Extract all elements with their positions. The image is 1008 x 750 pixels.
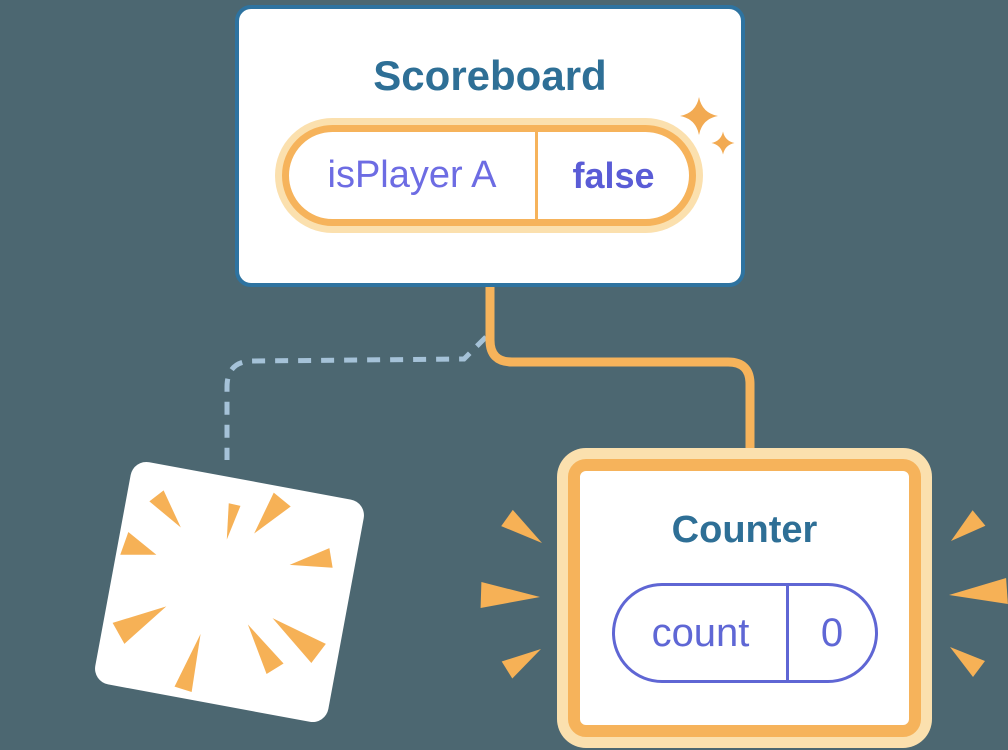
pill-divider bbox=[786, 586, 789, 680]
counter-title: Counter bbox=[671, 509, 818, 551]
poof-burst-icon bbox=[112, 490, 333, 692]
pill-divider bbox=[535, 132, 538, 219]
count-value-label: 0 bbox=[820, 610, 844, 655]
state-name-label: isPlayer A bbox=[327, 154, 497, 196]
scoreboard-card: Scoreboard isPlayer A false bbox=[235, 5, 745, 287]
scoreboard-state-pill: isPlayer A false bbox=[282, 125, 696, 226]
count-name-label: count bbox=[651, 610, 750, 655]
sparkle-icon bbox=[680, 97, 735, 155]
dashed-connector-line bbox=[224, 335, 488, 460]
scoreboard-title: Scoreboard bbox=[373, 52, 607, 99]
burst-rays-left-icon bbox=[480, 509, 542, 679]
counter-card: Counter count 0 bbox=[568, 459, 921, 737]
counter-state-pill: count 0 bbox=[612, 583, 878, 683]
state-value-label: false bbox=[572, 154, 655, 196]
solid-connector-line bbox=[485, 287, 755, 452]
burst-rays-right-icon bbox=[949, 510, 1008, 677]
poof-card bbox=[92, 459, 367, 725]
